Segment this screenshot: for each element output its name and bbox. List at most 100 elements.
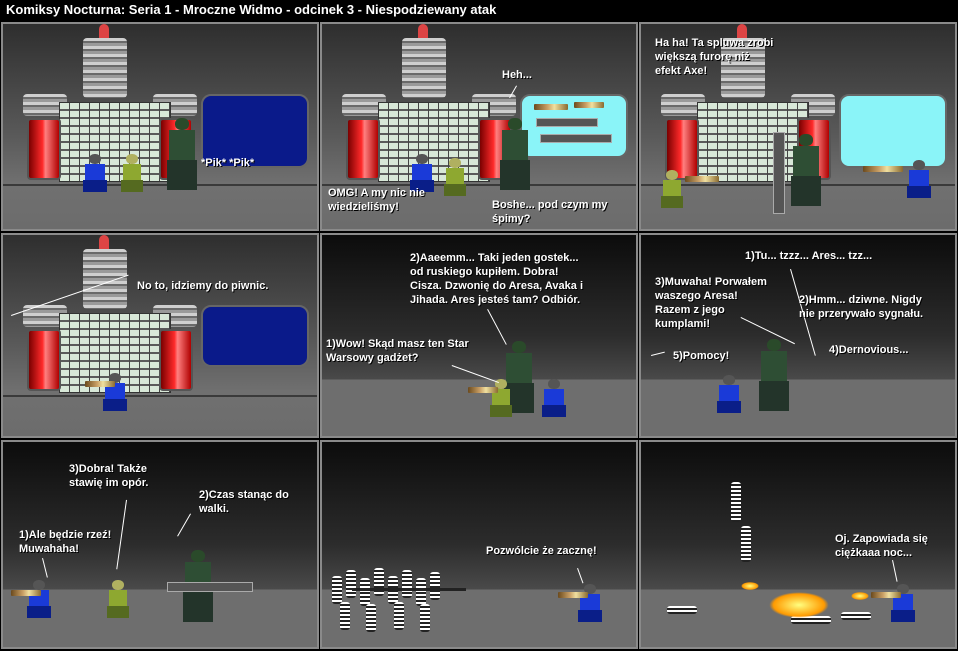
fallen-stormtrooper [791,616,831,624]
machine-tower-left [23,305,67,327]
speech-text: 1)Wow! Skąd masz ten Star Warsowy gadżet… [326,338,469,364]
speech-text: 1)Tu... tzzz... Ares... tzz... [745,250,873,262]
stormtrooper [374,568,384,596]
speech-text: Heh... [502,69,532,81]
machine-tower-left [23,94,67,116]
stormtrooper [402,570,412,598]
floor-line [322,184,636,186]
explosion-flash [769,592,829,618]
figure-legs [661,196,683,208]
figure-head [723,375,735,385]
figure-head [449,158,461,168]
figure-legs [183,592,213,622]
blaster-icon [534,104,568,110]
figure-legs [542,405,566,417]
machine-tower-left [342,94,386,116]
red-tube-left [665,118,699,180]
figure-legs [500,160,530,190]
blaster-gun [871,592,901,598]
blaster-rifles [352,588,466,591]
antenna-spire [418,24,428,38]
stormtrooper [430,572,440,600]
weapons-screen [520,94,628,158]
figure-legs [410,180,434,192]
blaster-gun [85,381,115,387]
figure-legs [83,180,107,192]
figure-body [793,146,819,176]
panel-9: Oj. Zapowiada się ciężkaaa noc... [639,440,957,649]
figure-legs [578,610,602,622]
figure-body [105,383,125,399]
fallen-stormtrooper [667,606,697,614]
figure-legs [717,401,741,413]
red-tube-left [27,329,61,391]
blaster-gun [685,176,719,182]
control-board [697,102,809,182]
machine-tower-top [402,38,446,98]
figure-legs [27,606,51,618]
rifle-icon [540,134,612,143]
stormtrooper [416,578,426,606]
figure-head [416,154,428,164]
panel-3: Ha ha! Ta spluwa zrobi większą furorę ni… [639,22,957,231]
speech-text: OMG! A my nic nie wiedzieliśmy! [328,187,425,213]
antenna-spire [99,235,109,249]
panel-4: No to, idziemy do piwnic. [1,233,319,438]
figure-body [506,353,532,383]
figure-legs [167,160,197,190]
antenna-spire [737,24,747,38]
antenna-spire [99,24,109,38]
figure-head [112,580,124,590]
floor-line [3,184,317,186]
figure-body [109,590,127,606]
panel-5: 2)Aaeemm... Taki jeden gostek... od rusk… [320,233,638,438]
red-tube-left [27,118,61,180]
figure-body [580,594,600,610]
figure-body [85,164,105,180]
figure-head [508,118,522,130]
heavy-rifle [167,582,253,592]
speech-text: *Pik* *Pik* [201,157,255,169]
panel-1: *Pik* *Pik* [1,22,319,231]
figure-head [666,170,678,180]
speech-text: 2)Czas stanąc do walki. [199,489,289,515]
figure-head [191,550,205,562]
laser-bolt [851,592,869,600]
speech-pointer [451,365,499,384]
speech-text: No to, idziemy do piwnic. [137,280,269,292]
blaster-gun [863,166,903,172]
speech-pointer [177,513,191,537]
figure-head [126,154,138,164]
figure-head [767,339,781,351]
fallen-stormtrooper [841,612,871,620]
speech-text: Ha ha! Ta spluwa zrobi większą furorę ni… [655,37,774,77]
figure-head [897,584,909,594]
figure-legs [891,610,915,622]
comic-grid: *Pik* *Pik* [0,22,958,651]
monitor-screen [201,94,309,168]
red-tube-left [346,118,380,180]
machine-tower-left [661,94,705,116]
rifle-icon [536,118,598,127]
speech-text: 1)Ale będzie rzeź! Muwahaha! [19,529,112,555]
speech-text: 2)Aaeemm... Taki jeden gostek... od rusk… [410,252,584,306]
figure-head [89,154,101,164]
speech-text: 3)Dobra! Także stawię im opór. [69,463,149,489]
stormtrooper [346,570,356,598]
speech-text: 2)Hmm... dziwne. Nigdy nie przerywało sy… [799,294,924,320]
machine-tower-top [721,38,765,98]
panel-2: Heh... OMG! A my nic nie wiedzieliśmy! B… [320,22,638,231]
figure-head [584,584,596,594]
control-board [378,102,490,182]
figure-body [719,385,739,401]
figure-body [412,164,432,180]
stormtrooper [394,602,404,630]
speech-text: 3)Muwaha! Porwałem waszego Aresa! Razem … [655,276,767,330]
figure-head [512,341,526,353]
speech-pointer [487,309,507,345]
stormtrooper [332,576,342,604]
figure-legs [107,606,129,618]
laser-bolt [741,582,759,590]
figure-body [169,130,195,160]
blaster-gun [558,592,588,598]
